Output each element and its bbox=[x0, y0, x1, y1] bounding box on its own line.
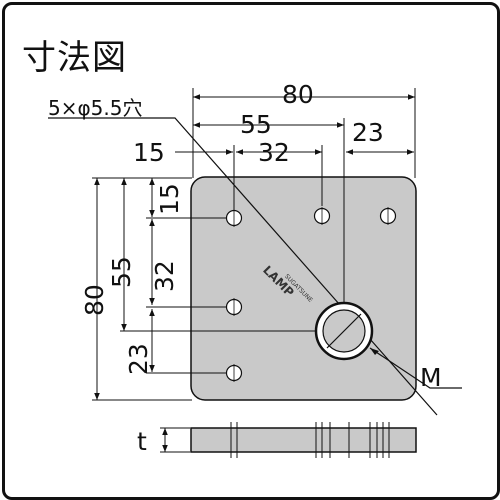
dim-label-height-23: 23 bbox=[124, 343, 153, 375]
dim-label-width-32: 32 bbox=[258, 138, 290, 167]
thickness-label: t bbox=[137, 427, 147, 456]
dim-label-height-80: 80 bbox=[80, 284, 109, 316]
side-view-plate bbox=[190, 427, 417, 453]
thread-label: M bbox=[420, 363, 442, 392]
mounting-hole bbox=[313, 207, 331, 225]
drawing-title: 寸法図 bbox=[22, 38, 127, 78]
mounting-hole bbox=[379, 207, 397, 225]
side-view-hole-lines bbox=[230, 422, 390, 458]
dim-label-width-80: 80 bbox=[282, 80, 314, 109]
holes-callout-label: 5×φ5.5穴 bbox=[48, 96, 143, 120]
dim-label-width-55: 55 bbox=[240, 110, 272, 139]
mounting-hole bbox=[225, 298, 243, 316]
dim-label-height-32: 32 bbox=[150, 260, 179, 292]
thread-leader-line bbox=[369, 347, 462, 389]
dim-label-height-15: 15 bbox=[155, 183, 184, 215]
mounting-hole bbox=[225, 209, 243, 227]
center-threaded-hole bbox=[314, 301, 374, 361]
mounting-hole bbox=[225, 364, 243, 382]
dim-label-width-15: 15 bbox=[133, 138, 165, 167]
dim-label-height-55: 55 bbox=[107, 256, 136, 288]
dim-label-width-23: 23 bbox=[352, 118, 384, 147]
